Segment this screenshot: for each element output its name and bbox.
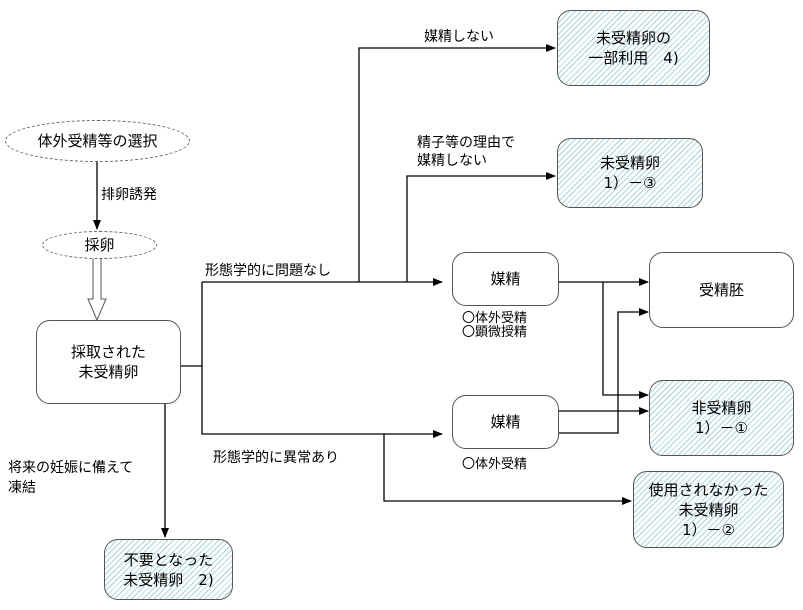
arrow-normal-to-nonfertilized — [602, 282, 649, 399]
label-text: 形態学的に問題なし — [205, 263, 331, 279]
arrow-no-insemination — [358, 44, 556, 282]
node-text: 未受精卵の — [595, 29, 671, 47]
node-text: 不要となった — [123, 550, 214, 569]
hollow-arrow-icon — [87, 257, 107, 322]
node-retrieved-eggs: 採取された 未受精卵 — [36, 320, 181, 404]
node-text: 採取された — [70, 343, 146, 361]
node-text: 非受精卵 — [691, 399, 752, 417]
node-unneeded-frozen: 不要となった 未受精卵 2) — [104, 539, 233, 600]
label-text: 媒精しない — [417, 153, 487, 169]
label-text: 形態学的に異常あり — [213, 450, 339, 466]
node-egg-retrieval: 採卵 — [42, 231, 157, 259]
node-text: 1）－③ — [603, 174, 657, 192]
node-insemination-normal: 媒精 — [452, 252, 559, 306]
arrow-sperm-reason — [406, 172, 556, 282]
arrow-unused — [383, 434, 632, 505]
node-unfertilized-3: 未受精卵 1）－③ — [557, 138, 703, 208]
label-ovulation-induction: 排卵誘発 — [101, 186, 157, 204]
node-text: 体外受精等の選択 — [37, 132, 158, 150]
connector-retrieved-to-branch — [181, 282, 203, 367]
label-text: 凍結 — [8, 480, 36, 496]
label-sperm-reason: 精子等の理由で 媒精しない — [417, 134, 515, 170]
label-text: 媒精しない — [424, 29, 494, 45]
node-partial-use: 未受精卵の 一部利用 4) — [557, 10, 710, 86]
node-text: 1）－② — [682, 520, 735, 539]
node-text: 一部利用 4) — [588, 49, 679, 67]
node-text: 未受精卵 — [78, 363, 139, 381]
arrow-abnormal-to-embryo — [558, 308, 649, 434]
label-freeze-future: 将来の妊娠に備えて 凍結 — [8, 458, 133, 498]
label-text: 排卵誘発 — [101, 187, 157, 203]
label-methods-normal: 〇体外受精 〇顕微授精 — [462, 312, 527, 340]
label-text: 〇体外受精 — [462, 457, 528, 472]
node-text: 媒精 — [490, 270, 521, 288]
node-insemination-abnormal: 媒精 — [452, 395, 559, 449]
connector-retrieved-to-abnormal — [201, 366, 443, 438]
node-fertilized-embryo: 受精胚 — [649, 252, 794, 328]
node-text: 媒精 — [490, 413, 521, 431]
node-text: 使用されなかった — [648, 480, 769, 499]
node-text: 未受精卵 — [599, 154, 660, 172]
label-no-insemination: 媒精しない — [424, 28, 494, 46]
label-morph-ok: 形態学的に問題なし — [205, 262, 331, 280]
node-text: 1）－① — [695, 419, 748, 437]
node-text: 未受精卵 2) — [123, 570, 214, 589]
label-text: 〇体外受精 — [462, 311, 528, 326]
label-methods-abnormal: 〇体外受精 — [462, 458, 527, 472]
label-text: 将来の妊娠に備えて — [8, 460, 134, 476]
node-unused-2: 使用されなかった 未受精卵 1）－② — [633, 471, 784, 548]
node-text: 採卵 — [84, 236, 115, 254]
label-text: 精子等の理由で — [417, 135, 515, 151]
label-text: 〇顕微授精 — [462, 325, 528, 340]
label-morph-abnormal: 形態学的に異常あり — [213, 449, 339, 467]
node-non-fertilized-1: 非受精卵 1）－① — [649, 380, 794, 456]
node-text: 受精胚 — [698, 281, 744, 299]
node-text: 未受精卵 — [678, 500, 739, 519]
node-ivf-selection: 体外受精等の選択 — [5, 120, 190, 162]
